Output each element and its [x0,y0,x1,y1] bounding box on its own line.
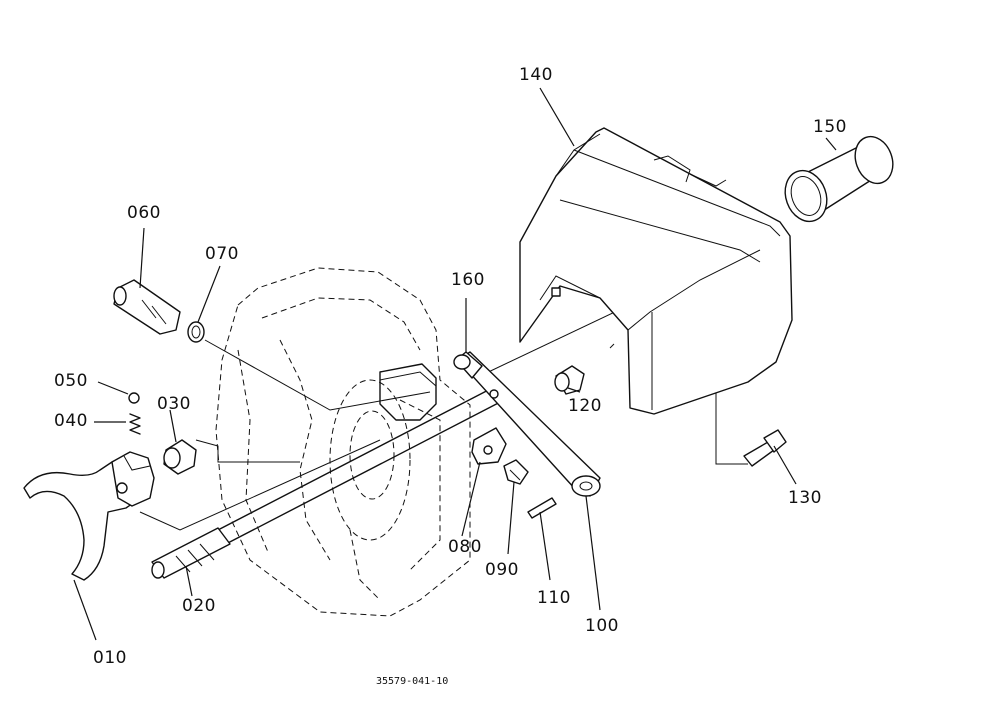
label-020: 020 [182,596,216,616]
label-070: 070 [205,244,239,264]
label-130: 130 [788,488,822,508]
leader-lines [73,87,837,641]
ball-050 [128,392,140,404]
collar-150 [784,135,894,223]
label-150: 150 [813,117,847,137]
shaft-020 [151,383,509,579]
label-030: 030 [157,394,191,414]
cover-140 [519,127,793,415]
o-ring-070 [187,321,205,343]
housing-casting [215,267,471,617]
drawing-number: 35579-041-10 [376,676,449,687]
label-050: 050 [54,371,88,391]
label-040: 040 [54,411,88,431]
label-080: 080 [448,537,482,557]
label-060: 060 [127,203,161,223]
bolt-130 [743,429,787,467]
knob-160 [453,351,483,379]
bolt-090 [503,459,529,485]
spring-pin-110 [527,497,557,519]
pin-060 [113,279,181,335]
label-100: 100 [585,616,619,636]
label-010: 010 [93,648,127,668]
spring-040 [129,413,141,435]
plate-080 [471,427,507,465]
label-140: 140 [519,65,553,85]
label-090: 090 [485,560,519,580]
sleeve-030 [163,439,197,475]
shift-fork-010 [23,451,155,581]
label-120: 120 [568,396,602,416]
label-160: 160 [451,270,485,290]
label-110: 110 [537,588,571,608]
bushing-120 [554,365,585,395]
